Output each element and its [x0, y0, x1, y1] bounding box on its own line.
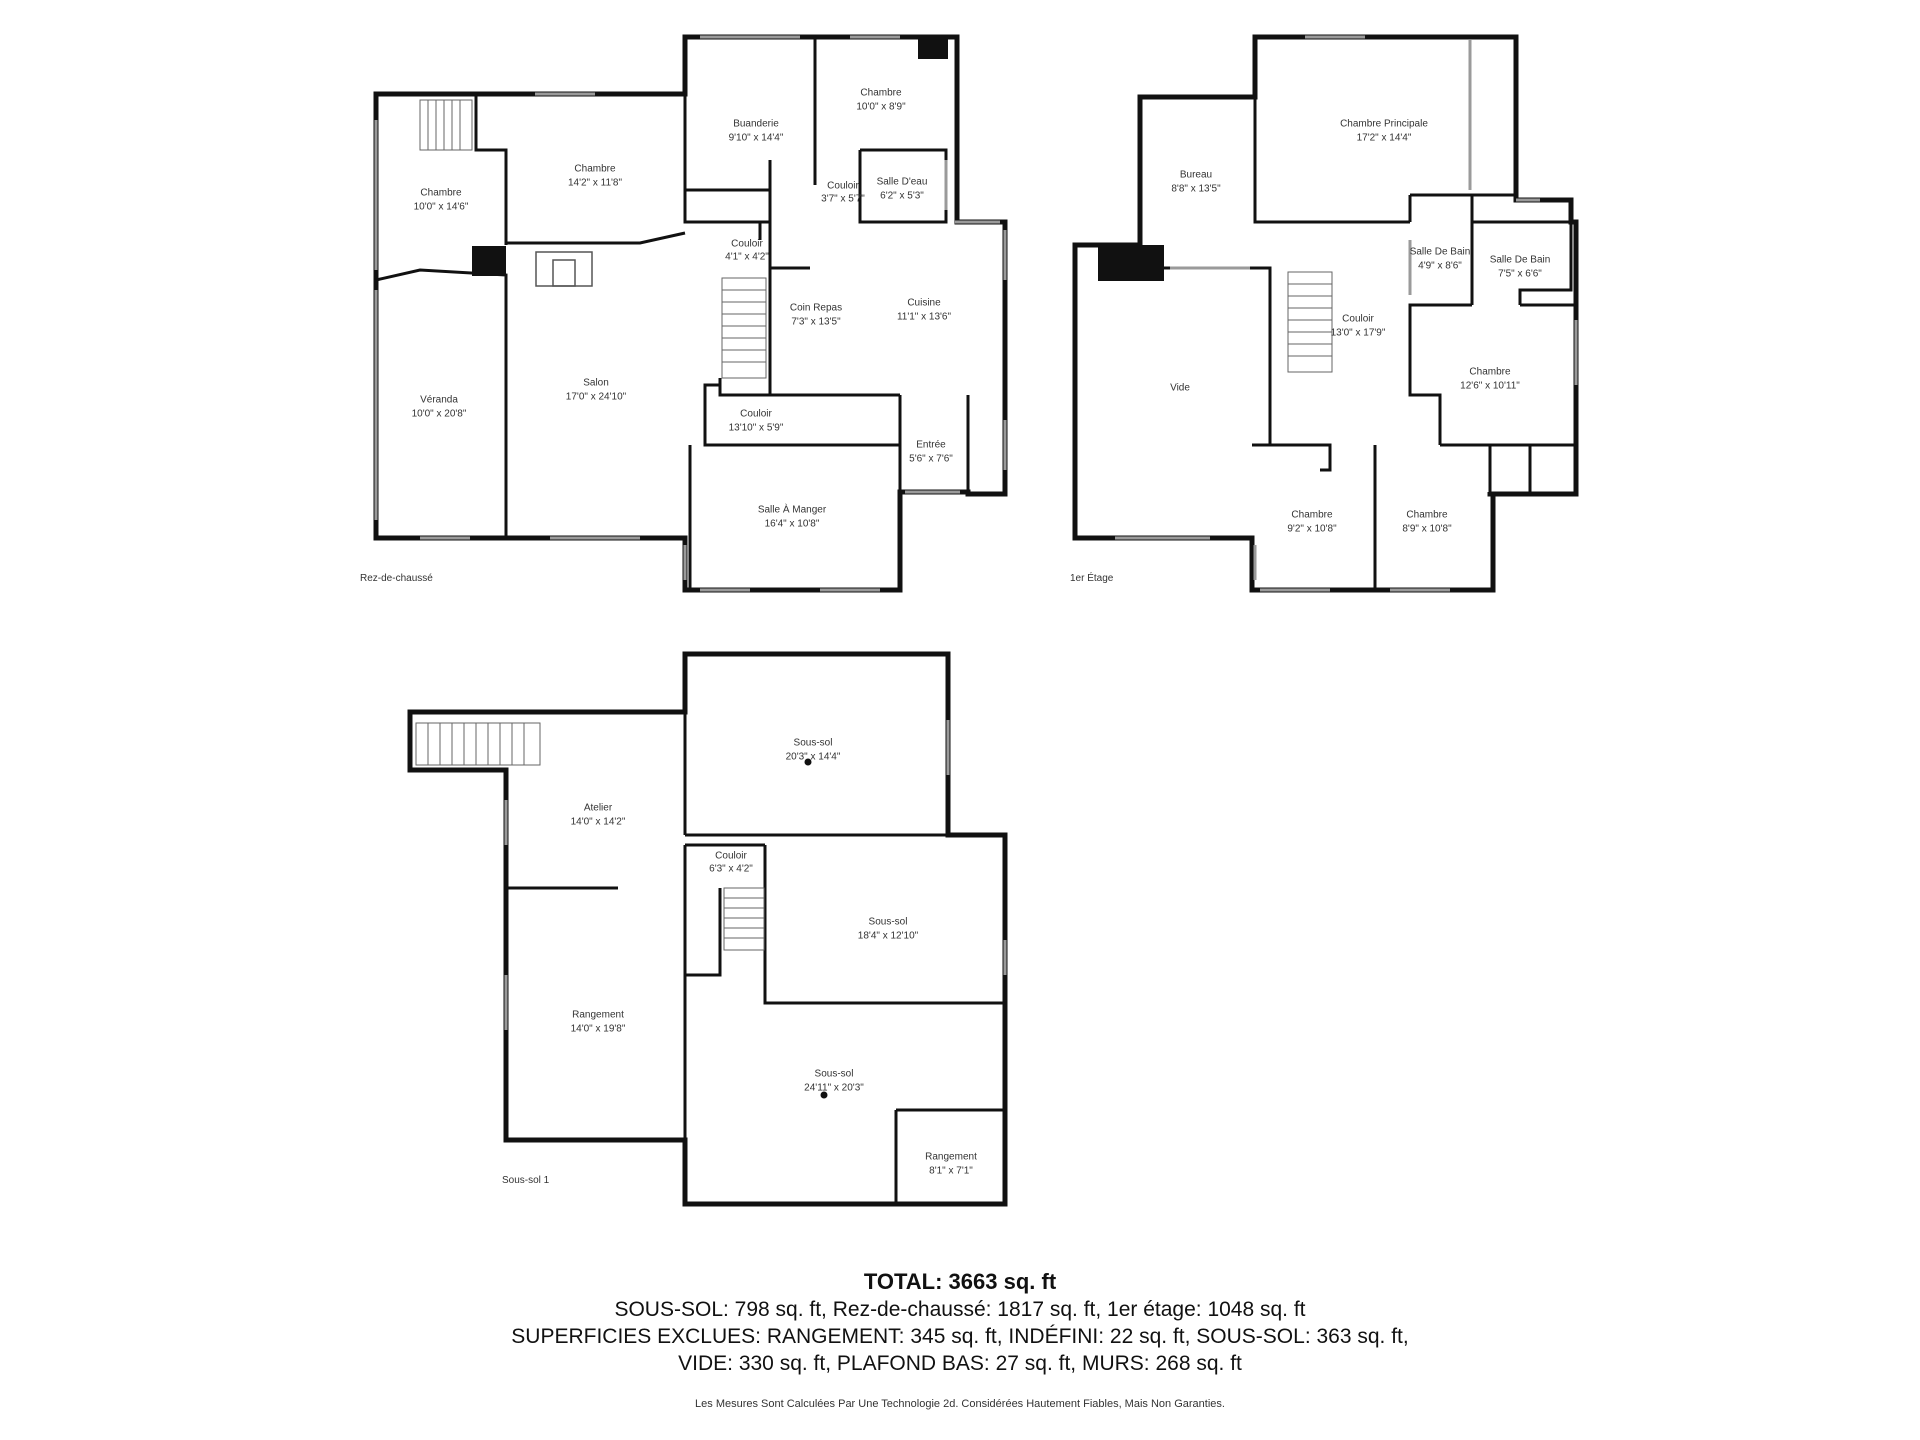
room-dimensions: 11'1" x 13'6": [896, 311, 952, 323]
room-name: Coin Repas: [789, 302, 843, 314]
room-name: Chambre: [1469, 366, 1511, 378]
room-dimensions: 20'3" x 14'4": [785, 751, 841, 763]
room-dimensions: 13'0" x 17'9": [1330, 327, 1386, 339]
floor-label-basement: Sous-sol 1: [502, 1175, 550, 1186]
ground-interior-walls: [375, 37, 970, 590]
first-floor-plan: [1072, 34, 1579, 593]
room-dimensions: 7'3" x 13'5": [791, 316, 841, 328]
room-dimensions: 5'6" x 7'6": [909, 453, 953, 465]
room-dimensions: 10'0" x 20'8": [411, 408, 467, 420]
room-name: Cuisine: [907, 297, 941, 309]
basement-marker-top: [804, 758, 812, 766]
room-name: Salle À Manger: [757, 504, 827, 516]
room-name: Couloir: [827, 180, 859, 192]
room-name: Rangement: [572, 1009, 624, 1021]
basement-stairs-main: [723, 887, 765, 951]
room-name: Sous-sol: [814, 1068, 854, 1080]
area-summary: TOTAL: 3663 sq. ft SOUS-SOL: 798 sq. ft,…: [0, 1268, 1920, 1377]
room-name: Salle De Bain: [1489, 254, 1551, 266]
room-dimensions: 14'0" x 19'8": [570, 1023, 626, 1035]
room-dimensions: 6'2" x 5'3": [880, 190, 924, 202]
excluded-areas-continued: VIDE: 330 sq. ft, PLAFOND BAS: 27 sq. ft…: [678, 1352, 1242, 1375]
room-dimensions: 24'11" x 20'3": [804, 1082, 864, 1094]
room-name: Sous-sol: [793, 737, 833, 749]
room-name: Chambre: [1406, 509, 1448, 521]
excluded-areas: SUPERFICIES EXCLUES: RANGEMENT: 345 sq. …: [511, 1325, 1409, 1348]
first-windows: [1115, 35, 1578, 592]
total-area: TOTAL: 3663 sq. ft: [863, 1269, 1057, 1294]
room-name: Salle D'eau: [876, 176, 928, 188]
room-name: Chambre: [860, 87, 902, 99]
room-name: Bureau: [1179, 169, 1213, 181]
basement-interior-walls: [506, 712, 1005, 1204]
room-name: Salon: [583, 377, 609, 389]
room-name: Chambre: [574, 163, 616, 175]
room-dimensions: 9'10" x 14'4": [728, 132, 784, 144]
room-dimensions: 17'0" x 24'10": [565, 391, 627, 403]
room-dimensions: 10'0" x 8'9": [856, 101, 906, 113]
basement-windows: [504, 720, 1007, 1030]
room-name: Entrée: [916, 439, 946, 451]
basement-stairs-top: [415, 722, 541, 766]
ground-windows: [374, 35, 1007, 592]
room-name: Couloir: [715, 850, 747, 862]
room-name: Couloir: [731, 238, 763, 250]
room-name: Couloir: [1342, 313, 1374, 325]
basement-outer-wall: [407, 651, 1008, 1207]
room-name: Salle De Bain: [1409, 246, 1471, 258]
room-dimensions: 4'1" x 4'2": [725, 251, 769, 263]
room-dimensions: 3'7" x 5'7": [821, 193, 865, 205]
room-dimensions: 18'4" x 12'10": [857, 930, 919, 942]
floor-label-ground: Rez-de-chaussé: [360, 573, 433, 584]
room-dimensions: 7'5" x 6'6": [1498, 268, 1542, 280]
room-name: Sous-sol: [868, 916, 908, 928]
room-dimensions: 8'9" x 10'8": [1402, 523, 1452, 535]
room-name: Chambre Principale: [1340, 118, 1428, 130]
room-dimensions: 12'6" x 10'11": [1460, 380, 1520, 392]
area-by-floor: SOUS-SOL: 798 sq. ft, Rez-de-chaussé: 18…: [614, 1298, 1306, 1321]
room-dimensions: 14'2" x 11'8": [567, 177, 623, 189]
disclaimer: Les Mesures Sont Calculées Par Une Techn…: [695, 1398, 1225, 1410]
room-name: Buanderie: [733, 118, 779, 130]
room-name: Atelier: [583, 802, 613, 814]
room-name: Vide: [1170, 382, 1190, 394]
room-name: Véranda: [420, 394, 458, 406]
floor-label-first: 1er Étage: [1070, 573, 1114, 584]
room-dimensions: 9'2" x 10'8": [1287, 523, 1337, 535]
room-dimensions: 13'10" x 5'9": [728, 422, 784, 434]
room-dimensions: 6'3" x 4'2": [709, 863, 753, 875]
first-outer-wall: [1072, 34, 1579, 593]
room-dimensions: 4'9" x 8'6": [1418, 260, 1462, 272]
room-name: Couloir: [740, 408, 772, 420]
room-name: Rangement: [925, 1151, 977, 1163]
room-dimensions: 16'4" x 10'8": [764, 518, 820, 530]
room-name: Chambre: [420, 187, 462, 199]
first-stairs: [1287, 271, 1333, 373]
basement-marker-bottom: [820, 1091, 828, 1099]
room-dimensions: 8'8" x 13'5": [1171, 183, 1221, 195]
ground-stairs-top: [419, 99, 473, 151]
room-dimensions: 17'2" x 14'4": [1356, 132, 1412, 144]
ground-floor-plan: [373, 34, 1008, 593]
room-name: Chambre: [1291, 509, 1333, 521]
room-dimensions: 8'1" x 7'1": [929, 1165, 973, 1177]
room-dimensions: 10'0" x 14'6": [413, 201, 469, 213]
ground-stairs-main: [721, 277, 767, 379]
room-dimensions: 14'0" x 14'2": [570, 816, 626, 828]
basement-plan: [407, 651, 1008, 1207]
